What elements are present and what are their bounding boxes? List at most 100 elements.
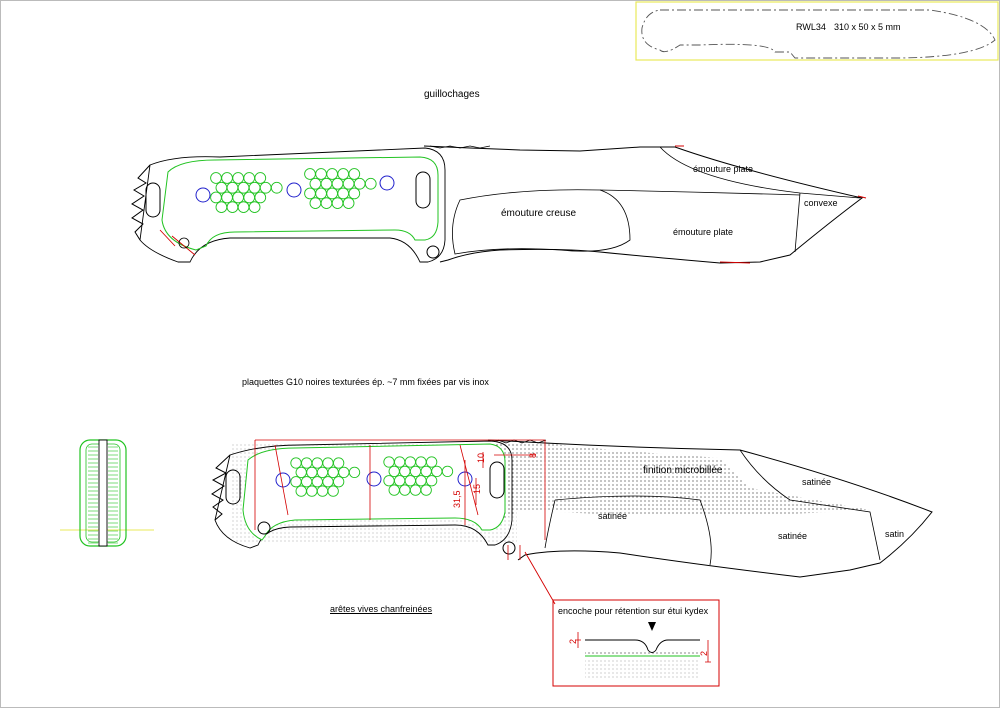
scale-texture — [585, 660, 700, 678]
dim-10: 10 — [476, 452, 486, 463]
dim-8: 8 — [528, 452, 538, 458]
texture-circle — [331, 177, 344, 190]
texture-circle — [304, 168, 316, 180]
texture-circle — [309, 177, 322, 190]
handle-dim-marks — [159, 229, 196, 256]
handle-body-outline — [139, 147, 446, 263]
micro-bead-texture — [488, 440, 870, 525]
spec-box — [635, 1, 999, 61]
texture-circle — [248, 181, 261, 194]
finish-satin-top-label: satinée — [802, 477, 832, 487]
texture-circle — [248, 201, 261, 214]
texture-circle — [320, 177, 333, 190]
texture-circle — [215, 181, 228, 194]
screw-3 — [379, 175, 395, 191]
grind-line-low — [544, 499, 556, 549]
blade-outline — [487, 439, 933, 578]
texture-circle — [420, 484, 432, 496]
grind-line-mid — [599, 189, 801, 196]
notch-arrow — [648, 622, 656, 631]
texture-circle — [342, 177, 355, 190]
texture-circle — [331, 197, 344, 210]
texture-circle — [315, 187, 327, 200]
spine-jimping — [497, 439, 547, 444]
edge-marks — [675, 145, 867, 264]
texture-circle — [348, 168, 361, 180]
pommel-teeth — [131, 164, 151, 241]
texture-circle — [315, 168, 327, 180]
guillochage-caption: guillochages — [424, 89, 480, 100]
texture-circle — [215, 201, 228, 214]
texture-circle — [337, 187, 350, 200]
side-view — [60, 439, 154, 547]
texture-circle — [364, 177, 377, 190]
notch-texture — [585, 650, 700, 654]
blade-outline — [423, 145, 864, 264]
texture-circle — [304, 187, 316, 200]
texture-group-2 — [383, 456, 454, 496]
pommel-teeth — [211, 454, 231, 521]
finish-microbead-label: finition microbillée — [643, 465, 723, 476]
finish-satin-mid-label: satinée — [598, 511, 628, 521]
zone-flat-bottom-label: émouture plate — [673, 227, 734, 237]
zone-hollow-label: émouture creuse — [501, 208, 577, 219]
finish-satin-bottom-label: satinée — [778, 531, 808, 541]
texture-circle — [254, 191, 267, 204]
texture-circle — [254, 172, 267, 184]
guard-hole — [178, 237, 190, 249]
screw-2 — [286, 182, 302, 198]
dim-15: 15 — [472, 483, 482, 494]
texture-circle — [210, 191, 222, 204]
texture-circle — [232, 172, 244, 184]
spec-code: RWL34 — [796, 22, 826, 32]
detail-frame — [552, 599, 720, 687]
texture-circle — [226, 201, 239, 214]
lanyard-slot-left — [145, 182, 161, 218]
screw-2 — [366, 471, 382, 487]
texture-circle — [309, 197, 322, 210]
texture-circle — [237, 181, 250, 194]
dim-31-5: 31,5 — [452, 490, 462, 508]
texture-circle — [259, 181, 272, 194]
texture-circle — [221, 191, 233, 204]
texture-circle — [326, 168, 338, 180]
texture-circle — [320, 197, 333, 210]
guard-hole — [257, 521, 271, 535]
detail-leader — [524, 551, 556, 605]
zone-convex-label: convexe — [804, 198, 838, 208]
texture-circle — [332, 476, 345, 488]
lanyard-slot-right — [489, 461, 505, 499]
texture-circle — [210, 172, 222, 184]
detail-dims — [575, 632, 711, 663]
texture-circle — [243, 172, 256, 184]
texture-circle — [425, 475, 438, 487]
texture-circle — [332, 457, 345, 469]
texture-group-1 — [210, 172, 283, 214]
detail-title: encoche pour rétention sur étui kydex — [558, 606, 709, 616]
notch-detail — [552, 599, 720, 687]
edges-note: arêtes vives chanfreinées — [330, 604, 433, 614]
texture-circle — [337, 168, 350, 180]
spec-dimensions: 310 x 50 x 5 mm — [834, 22, 901, 32]
convex-boundary — [794, 192, 801, 253]
texture-circle — [353, 177, 366, 190]
finish-satin-tip-label: satin — [885, 529, 905, 539]
texture-group-2 — [304, 168, 377, 210]
texture-circle — [221, 172, 233, 184]
texture-circle — [243, 191, 256, 204]
lanyard-hole — [502, 541, 516, 555]
hollow-grind-shape — [452, 189, 631, 255]
top-knife — [131, 145, 867, 264]
texture-circle — [441, 465, 454, 478]
detail-dim-a: 2 — [568, 638, 578, 644]
grind-line-top — [739, 449, 881, 561]
detail-dim-b: 2 — [699, 650, 709, 656]
texture-group-1 — [290, 457, 361, 497]
lanyard-hole — [426, 245, 440, 259]
grind-line-mid — [554, 495, 712, 566]
spine-jimping — [429, 145, 491, 149]
zone-flat-top-label: émouture plate — [693, 164, 754, 174]
tang — [98, 439, 108, 547]
texture-circle — [342, 197, 355, 210]
